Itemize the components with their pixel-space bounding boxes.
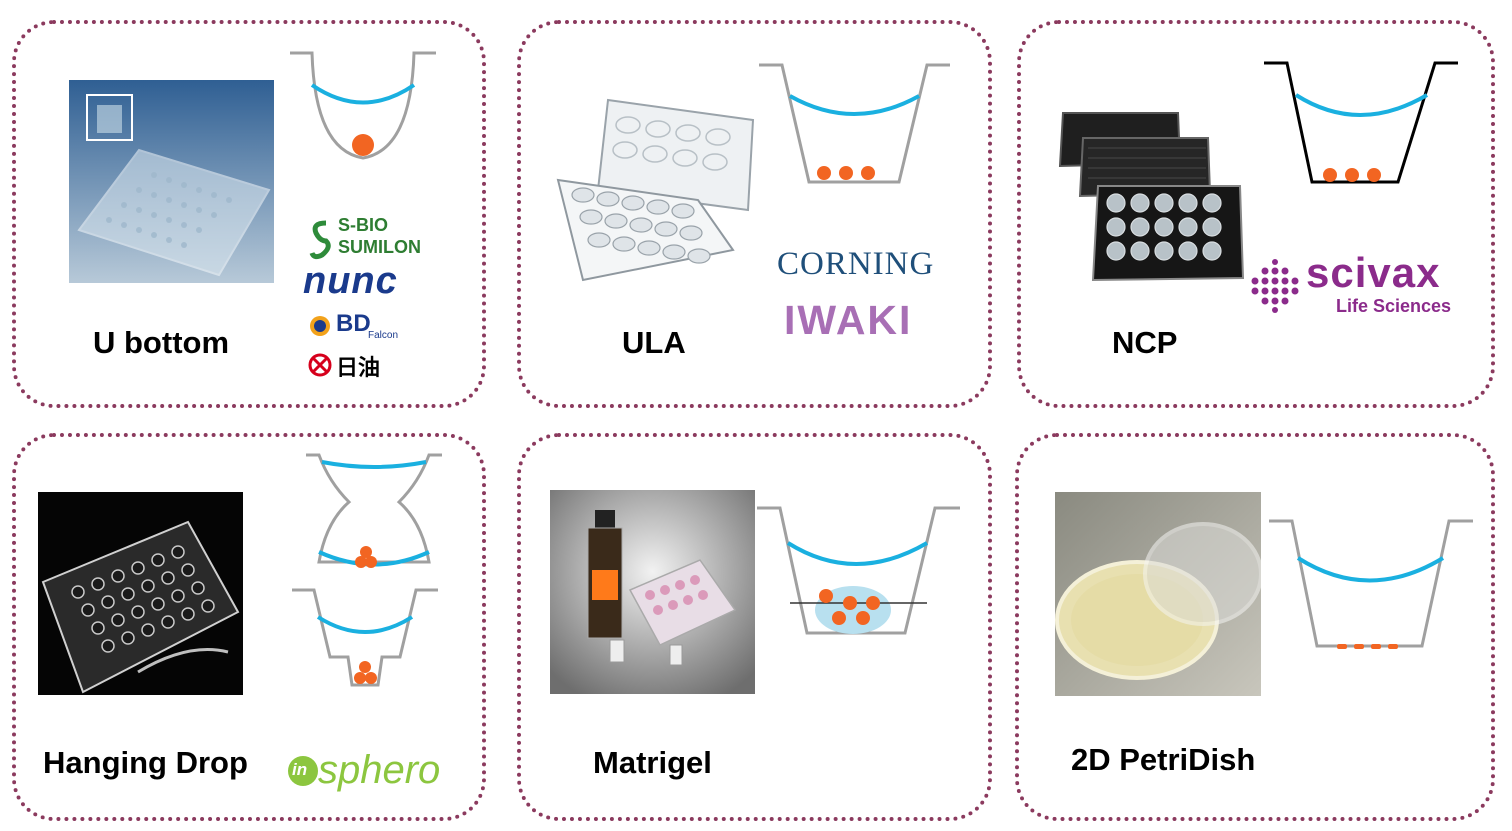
insphero-logo: in sphero [288,748,448,800]
bd-falcon-subtext: Falcon [368,330,399,341]
label-ncp: NCP [1112,325,1178,360]
label-matrigel: Matrigel [593,745,712,780]
matrigel-well-diagram [757,506,960,635]
hanging-drop-plate-photo [38,492,243,695]
u-bottom-plate-photo [69,80,274,283]
s-bio-line2: SUMILON [338,237,421,257]
s-bio-logo: S-BIO SUMILON [308,215,428,263]
insphero-in-text: in [292,760,308,779]
nof-logo: 日油 [308,350,398,380]
iwaki-logo: IWAKI [784,297,913,343]
scivax-subtext: Life Sciences [1336,296,1452,316]
hanging-drop-diagram-top [306,453,442,568]
hanging-drop-diagram-bottom [292,588,438,687]
scivax-logo: scivax Life Sciences [1250,249,1460,317]
u-bottom-well-diagram [290,51,436,160]
panel-u-bottom [12,20,486,408]
ncp-well-diagram [1264,61,1458,184]
panel-matrigel [517,433,992,821]
insphero-text: sphero [318,748,441,792]
panel-2d-petridish [1015,433,1495,821]
s-bio-line1: S-BIO [338,215,389,235]
bd-falcon-logo: BD Falcon [308,310,418,346]
label-u-bottom: U bottom [93,325,230,360]
nunc-logo: nunc [303,260,398,302]
insphero-circle [288,756,318,786]
nof-text: 日油 [336,355,381,380]
panel-hanging-drop [12,433,486,821]
label-hanging-drop: Hanging Drop [43,745,248,780]
bd-text: BD [336,310,371,337]
label-ula: ULA [622,325,686,360]
label-2d-petridish: 2D PetriDish [1071,742,1256,777]
panel-ula [517,20,992,408]
petri-dish-photo [1055,492,1261,696]
ncp-plates-photo [1058,112,1245,282]
scivax-text: scivax [1306,249,1441,296]
ula-well-diagram [759,63,950,184]
matrigel-photo [550,490,755,694]
petri-dish-well-diagram [1269,519,1473,649]
corning-logo: CORNING [777,246,935,282]
ula-plates-photo [556,98,755,282]
panel-ncp [1017,20,1495,408]
